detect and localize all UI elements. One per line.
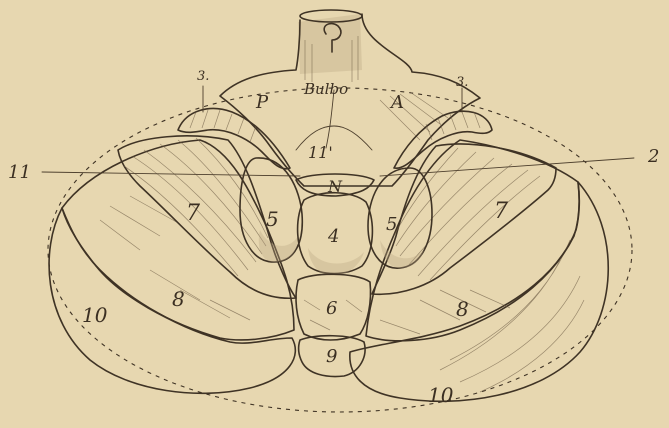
label-8-left: 8 [172, 287, 185, 311]
label-7-left: 7 [186, 201, 200, 226]
label-6: 6 [326, 298, 337, 319]
label-n: N [327, 177, 343, 196]
label-10-right: 10 [428, 383, 454, 407]
label-bulbo: Bulbo [303, 80, 348, 98]
label-a: A [389, 92, 404, 113]
cerebellum-dashed-outline [48, 88, 632, 412]
label-9: 9 [326, 346, 337, 367]
label-3-left: 3. [197, 69, 209, 84]
label-3-right: 3. [456, 75, 468, 90]
label-10-left: 10 [82, 303, 108, 327]
label-11: 11 [8, 162, 31, 183]
label-8-right: 8 [456, 297, 469, 321]
label-11-prime: 11' [308, 143, 333, 162]
right-lobe-7 [372, 144, 556, 294]
label-5-right: 5 [386, 214, 397, 235]
label-5-left: 5 [266, 207, 279, 231]
label-2: 2 [647, 146, 659, 167]
pointer-line-2 [380, 158, 634, 176]
left-peduncle [178, 109, 290, 169]
right-peduncle [394, 111, 492, 168]
label-7-right: 7 [494, 199, 508, 224]
label-p: P [255, 92, 269, 113]
label-4: 4 [327, 226, 339, 247]
